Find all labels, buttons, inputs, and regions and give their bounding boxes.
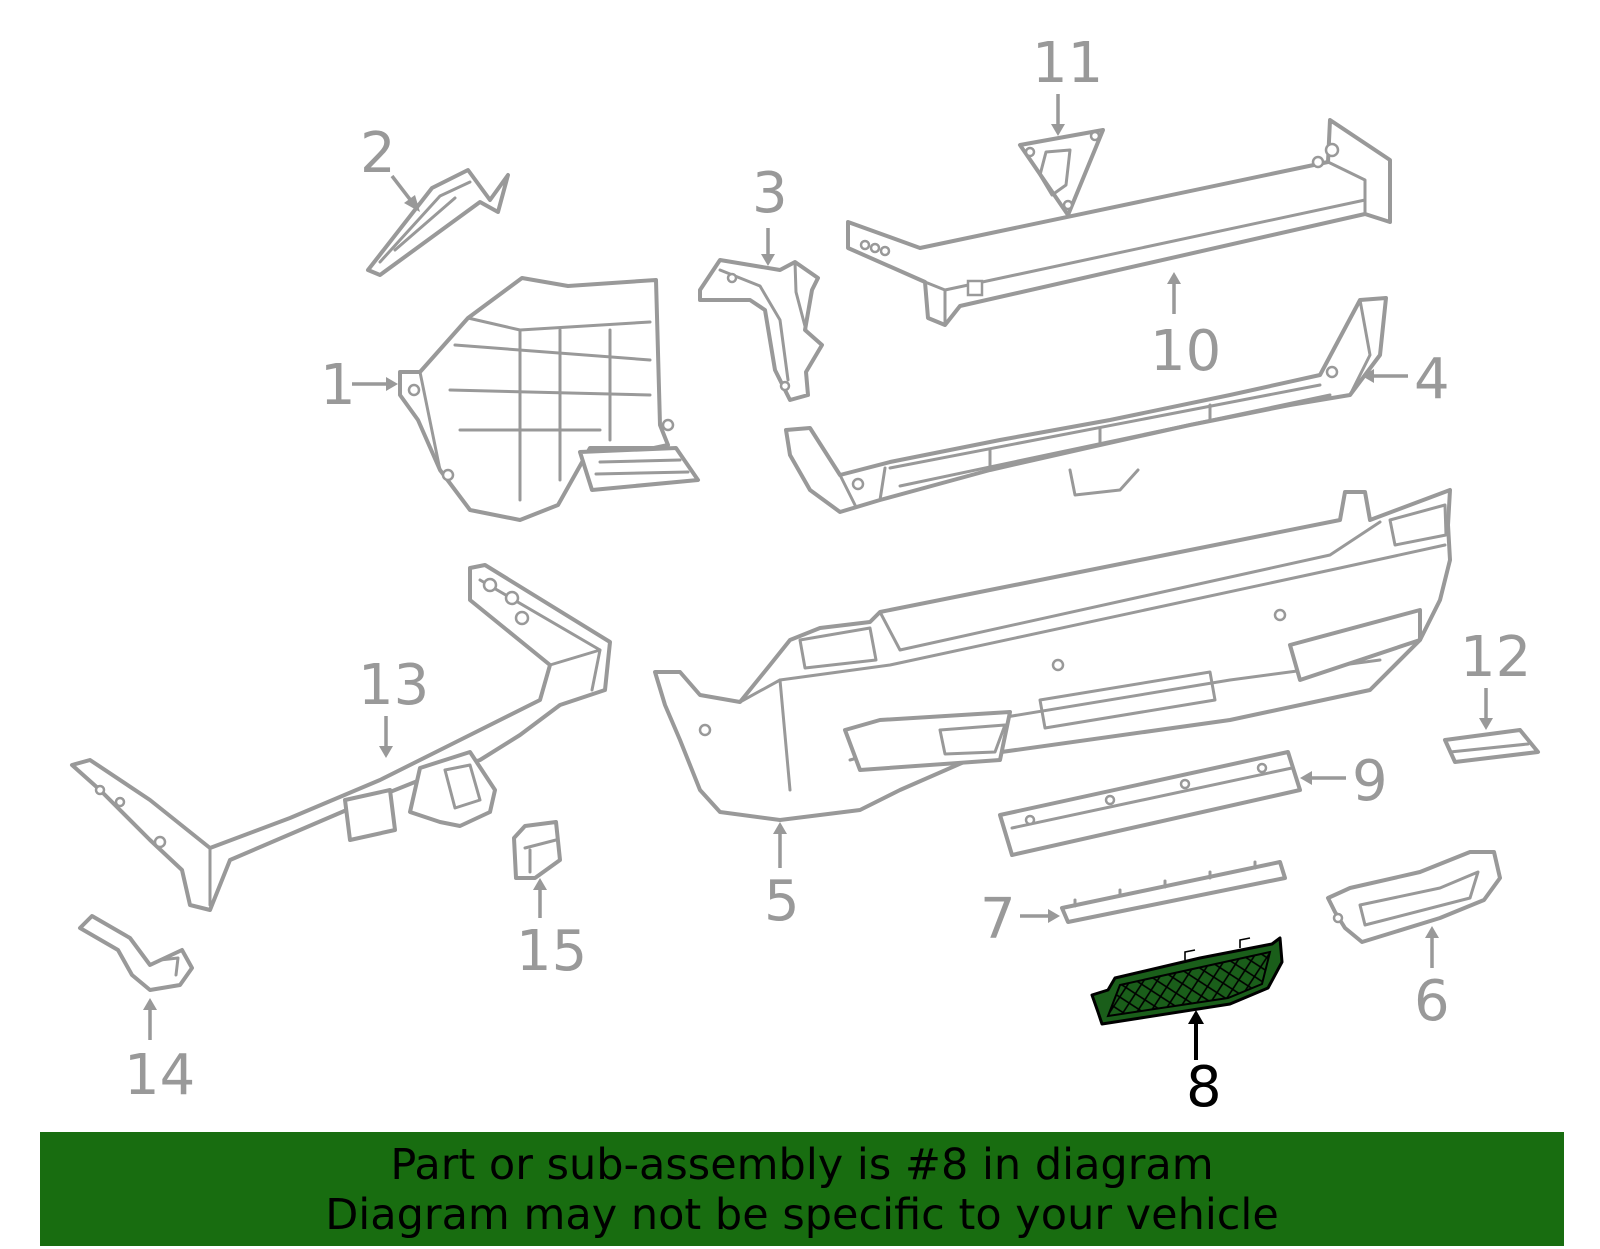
callout-3: 3 [752, 161, 788, 266]
callout-10: 10 [1150, 272, 1221, 384]
svg-text:1: 1 [320, 353, 356, 418]
svg-text:9: 9 [1352, 749, 1388, 814]
part-6-reflector-housing[interactable] [1326, 850, 1502, 944]
svg-text:10: 10 [1150, 319, 1221, 384]
part-7-strip[interactable] [1060, 860, 1287, 924]
svg-text:13: 13 [358, 653, 429, 718]
banner-line-1: Part or sub-assembly is #8 in diagram [390, 1140, 1214, 1190]
part-2-bracket[interactable] [366, 168, 510, 277]
svg-text:2: 2 [360, 121, 396, 186]
part-8-lower-grille[interactable] [1090, 936, 1284, 1026]
callout-11: 11 [1032, 31, 1103, 136]
part-3-bracket[interactable] [698, 258, 824, 402]
part-5-bumper-fascia[interactable] [653, 488, 1452, 822]
part-1-corner-panel[interactable] [398, 276, 700, 522]
svg-text:12: 12 [1460, 625, 1531, 690]
part-14-hook-bracket[interactable] [78, 914, 194, 992]
svg-text:8: 8 [1186, 1055, 1222, 1120]
svg-text:15: 15 [516, 919, 587, 984]
svg-text:4: 4 [1414, 347, 1450, 412]
part-9-valance-strip[interactable] [998, 750, 1302, 857]
svg-text:3: 3 [752, 161, 788, 226]
callout-9: 9 [1300, 749, 1388, 814]
callout-1: 1 [320, 353, 398, 418]
svg-text:5: 5 [764, 869, 800, 934]
callout-4: 4 [1362, 347, 1450, 412]
svg-text:11: 11 [1032, 31, 1103, 96]
callout-15: 15 [516, 878, 587, 984]
part-11-bracket[interactable] [1018, 128, 1105, 217]
callout-6: 6 [1414, 926, 1450, 1034]
svg-text:7: 7 [980, 887, 1016, 952]
part-13-trailer-hitch[interactable] [70, 563, 612, 912]
part-15-connector[interactable] [512, 820, 562, 880]
part-4-energy-absorber[interactable] [784, 296, 1388, 514]
part-10-reinforcement-beam[interactable] [846, 118, 1392, 327]
info-banner: Part or sub-assembly is #8 in diagram Di… [40, 1132, 1564, 1246]
callout-14: 14 [124, 998, 195, 1108]
callout-8-highlighted: 8 [1186, 1010, 1222, 1120]
callout-5: 5 [764, 822, 800, 934]
callout-13: 13 [358, 653, 429, 758]
svg-text:14: 14 [124, 1043, 195, 1108]
banner-line-2: Diagram may not be specific to your vehi… [325, 1190, 1279, 1240]
part-12-trim[interactable] [1443, 728, 1540, 764]
callout-7: 7 [980, 887, 1060, 952]
svg-text:6: 6 [1414, 969, 1450, 1034]
callout-12: 12 [1460, 625, 1531, 730]
callout-2: 2 [360, 121, 420, 212]
